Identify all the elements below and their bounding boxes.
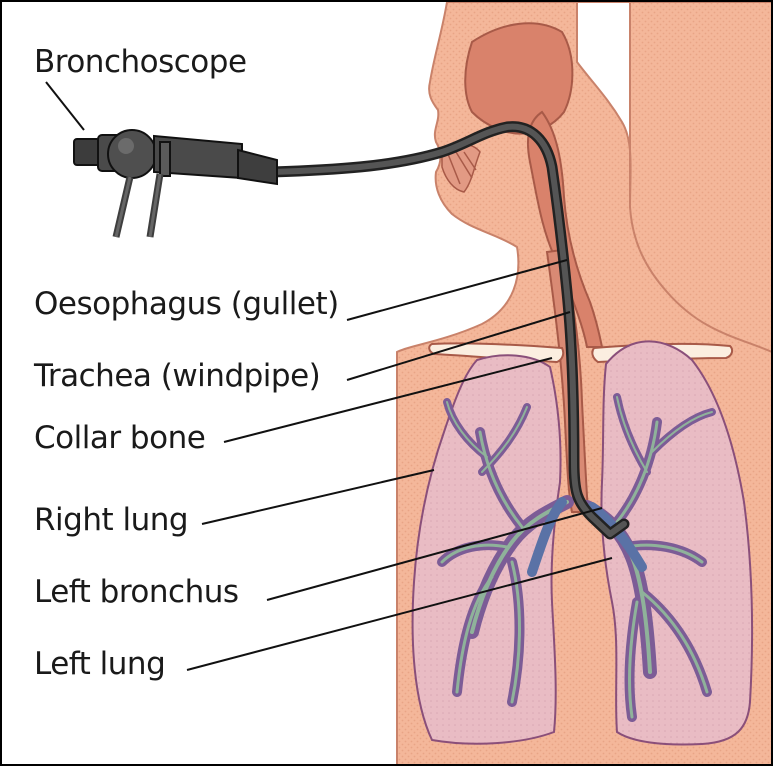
label-right-lung: Right lung: [34, 502, 188, 538]
label-left-lung: Left lung: [34, 646, 165, 682]
leader-line-bronchoscope: [46, 82, 84, 130]
nasal-oral-cavity: [465, 23, 572, 133]
label-oesophagus: Oesophagus (gullet): [34, 286, 339, 322]
label-left-bronchus: Left bronchus: [34, 574, 239, 610]
label-bronchoscope: Bronchoscope: [34, 44, 247, 80]
bronchoscope-handle: [74, 130, 277, 237]
label-trachea: Trachea (windpipe): [34, 358, 320, 394]
label-collar-bone: Collar bone: [34, 420, 205, 456]
